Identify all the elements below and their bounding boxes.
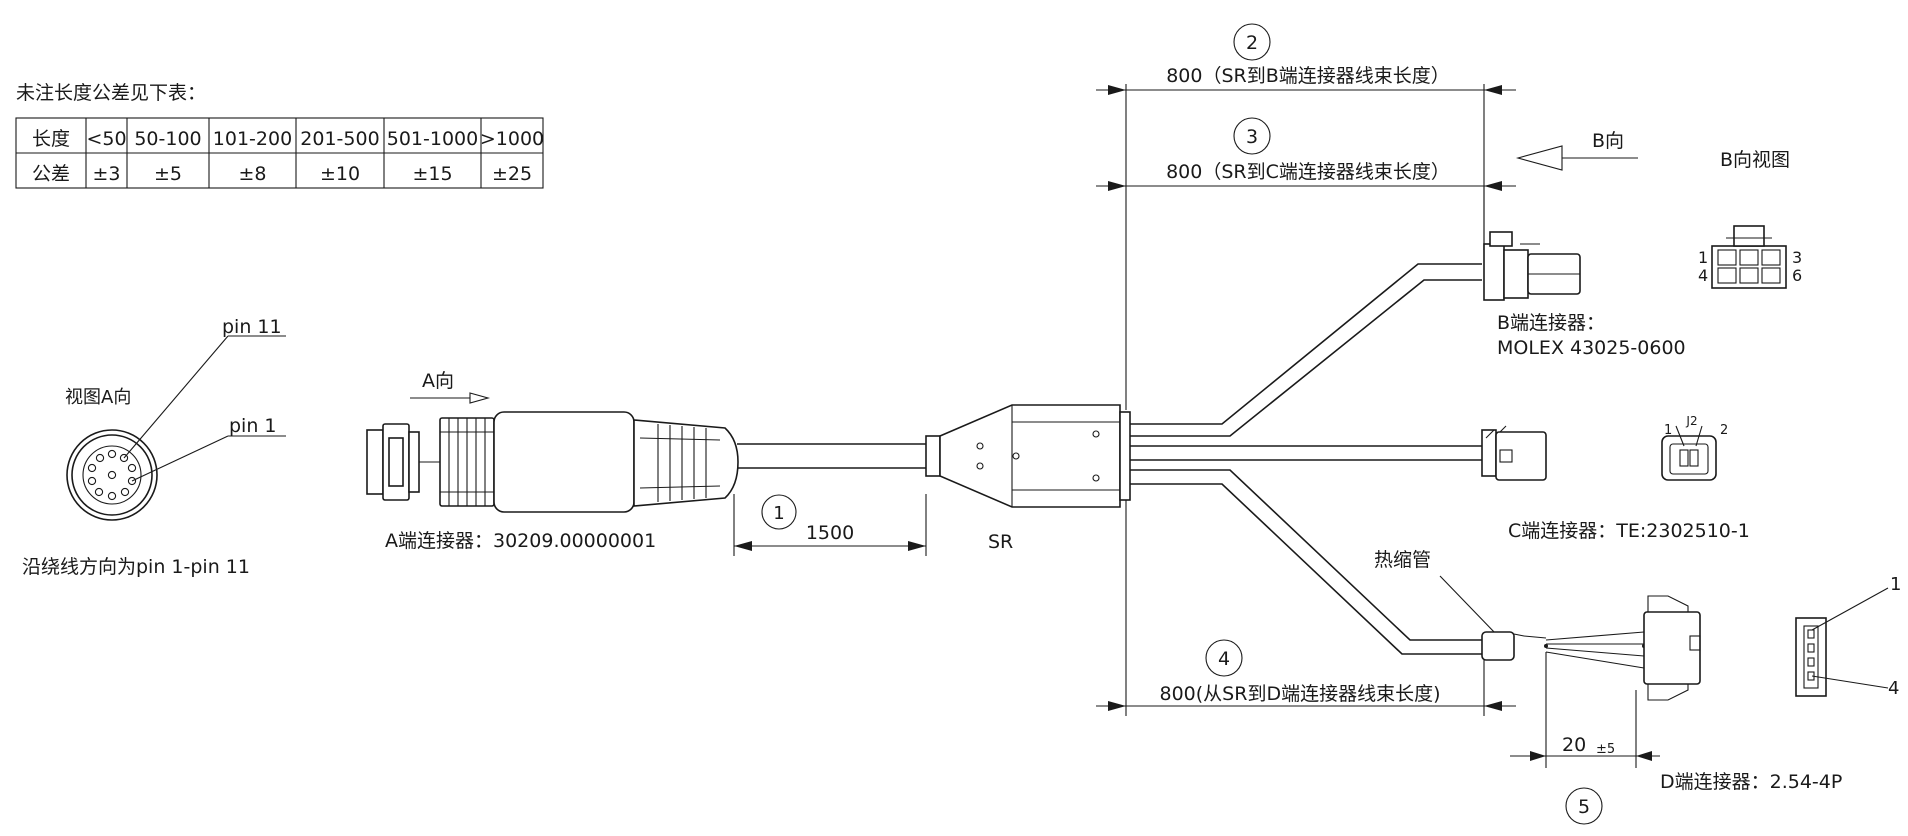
dimension-1: 1 1500 xyxy=(733,494,927,556)
splitter-label: SR xyxy=(988,531,1013,553)
tolerance-value: ±3 xyxy=(92,163,120,185)
dimension-5-tolerance: ±5 xyxy=(1596,742,1615,757)
tolerance-value: ±5 xyxy=(154,163,182,185)
tolerance-range: 201-500 xyxy=(300,128,379,150)
connector-d-pin-1: 1 xyxy=(1890,574,1901,595)
dimension-2: 2 800（SR到B端连接器线束长度） xyxy=(1096,23,1516,410)
tolerance-value: ±8 xyxy=(238,163,266,185)
connector-face-pins xyxy=(87,449,137,501)
c-view-ref: J2 xyxy=(1685,414,1697,428)
connector-b-label-line2: MOLEX 43025-0600 xyxy=(1497,337,1686,359)
tolerance-range: <50 xyxy=(86,128,126,150)
tolerance-range: 101-200 xyxy=(213,128,292,150)
tolerance-range: 501-1000 xyxy=(387,128,478,150)
dimension-2-number: 2 xyxy=(1246,32,1258,54)
dimension-4-value: 800(从SR到D端连接器线束长度) xyxy=(1160,683,1441,705)
connector-d-pin-4: 4 xyxy=(1888,678,1899,699)
view-a-note: 沿绕线方向为pin 1-pin 11 xyxy=(22,556,250,578)
tolerance-row-length-label: 长度 xyxy=(32,128,70,150)
tolerance-title: 未注长度公差见下表： xyxy=(16,82,206,104)
connector-d: 热缩管 1 4 D端连接器：2.54-4P xyxy=(1374,549,1901,793)
tolerance-value: ±10 xyxy=(320,163,360,185)
connector-face-outer xyxy=(66,429,158,521)
connector-c-label: C端连接器：TE:2302510-1 xyxy=(1508,520,1750,542)
branch-cables xyxy=(1130,263,1482,655)
dimension-1-number: 1 xyxy=(773,503,784,524)
dimension-2-value: 800（SR到B端连接器线束长度） xyxy=(1166,65,1450,87)
b-view-pin-4: 4 xyxy=(1698,266,1708,285)
pin1-label: pin 1 xyxy=(229,415,277,437)
connector-d-label: D端连接器：2.54-4P xyxy=(1660,771,1842,793)
tolerance-range: >1000 xyxy=(480,128,544,150)
pin11-label: pin 11 xyxy=(222,316,282,338)
dimension-3-number: 3 xyxy=(1246,126,1258,148)
connector-a-label: A端连接器：30209.00000001 xyxy=(385,530,656,552)
tolerance-value: ±25 xyxy=(492,163,532,185)
tolerance-range: 50-100 xyxy=(134,128,201,150)
c-view: 1 J2 2 xyxy=(1661,414,1728,481)
direction-b: B向 xyxy=(1515,130,1638,171)
tolerance-value: ±15 xyxy=(412,163,452,185)
b-view-pin-1: 1 xyxy=(1698,248,1708,267)
dimension-3: 3 800（SR到C端连接器线束长度） xyxy=(1096,117,1516,250)
connector-c: C端连接器：TE:2302510-1 xyxy=(1481,425,1750,542)
b-view-pin-6: 6 xyxy=(1792,266,1802,285)
dimension-5-value: 20 xyxy=(1562,734,1586,756)
splitter-sr: SR xyxy=(925,404,1131,553)
direction-a: A向 xyxy=(422,370,454,392)
view-a: 视图A向 pin 11 pin 1 沿绕线方向为pin 1-pin 11 xyxy=(22,316,286,578)
dimension-5-number: 5 xyxy=(1578,796,1590,818)
c-view-pin-1: 1 xyxy=(1664,423,1672,438)
c-view-pin-2: 2 xyxy=(1720,423,1728,438)
dimension-4-number: 4 xyxy=(1218,648,1230,670)
dimension-5: 20 ±5 5 xyxy=(1510,652,1660,825)
tolerance-table: 未注长度公差见下表： 长度 公差 <50 50-100 101-200 201-… xyxy=(15,82,544,189)
connector-a: A向 A端连接器：30209.00000001 xyxy=(366,370,739,552)
connector-b: B端连接器： MOLEX 43025-0600 xyxy=(1483,231,1686,359)
dimension-4: 4 800(从SR到D端连接器线束长度) xyxy=(1096,500,1516,716)
dimension-3-value: 800（SR到C端连接器线束长度） xyxy=(1166,161,1450,183)
direction-b-label: B向 xyxy=(1592,130,1624,152)
main-cable xyxy=(737,443,926,469)
b-view-title: B向视图 xyxy=(1720,149,1790,171)
connector-b-label-line1: B端连接器： xyxy=(1497,312,1605,334)
b-view: B向视图 1 3 4 6 xyxy=(1698,149,1802,289)
heat-shrink-label: 热缩管 xyxy=(1374,549,1431,571)
dimension-1-value: 1500 xyxy=(806,522,854,544)
b-view-pin-3: 3 xyxy=(1792,248,1802,267)
tolerance-row-tol-label: 公差 xyxy=(32,163,70,185)
view-a-title: 视图A向 xyxy=(65,387,131,408)
